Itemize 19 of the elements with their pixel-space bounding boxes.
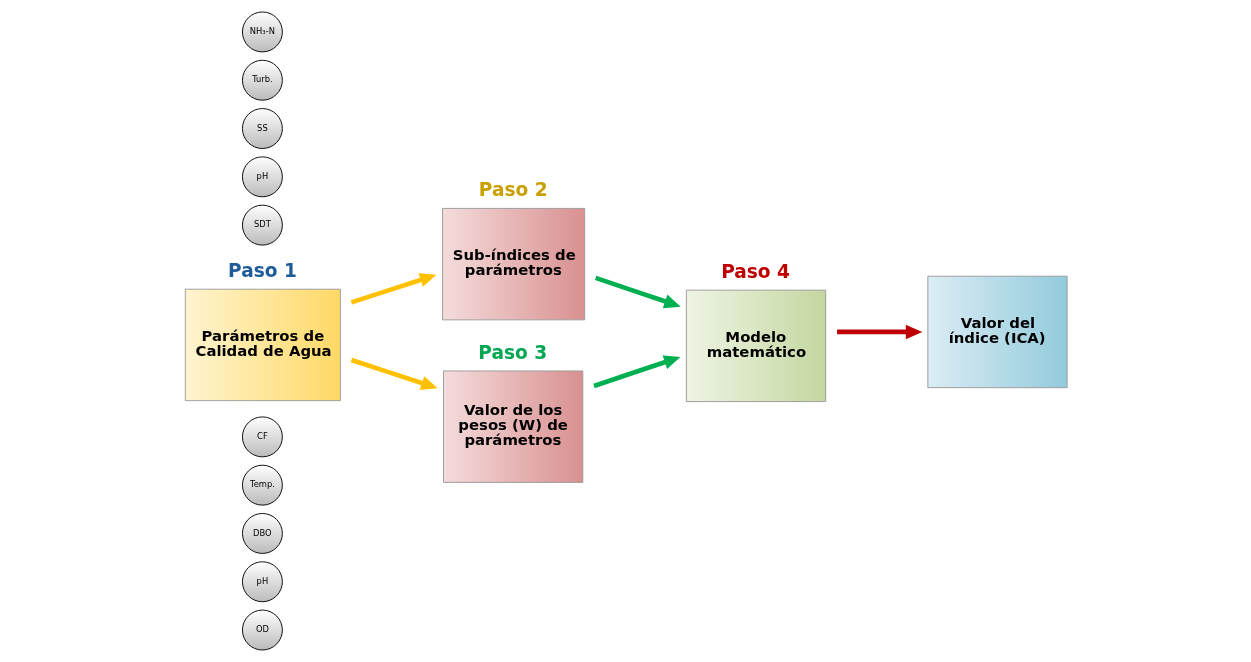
node-circle: Turb.	[241, 59, 283, 101]
node-circle: SS	[241, 108, 283, 149]
node-circle: OD	[241, 609, 283, 651]
node-label: Paso 3	[477, 341, 547, 363]
node-circle: SDT	[241, 204, 283, 246]
node-label: Paso 1	[227, 260, 297, 282]
arrow	[594, 275, 681, 309]
node-circle: pH	[241, 156, 283, 198]
arrow	[592, 355, 680, 389]
arrow	[350, 357, 438, 390]
node-circle: CF	[241, 416, 283, 458]
arrow	[836, 324, 922, 340]
node-label: Paso 4	[720, 261, 790, 283]
node-label: Paso 2	[478, 179, 548, 201]
node-circle: DBO	[241, 513, 283, 554]
arrow	[350, 273, 436, 305]
node-circle: pH	[241, 561, 283, 603]
node-circle: Temp.	[241, 464, 283, 506]
node-circle: NH₃-N	[241, 11, 283, 53]
